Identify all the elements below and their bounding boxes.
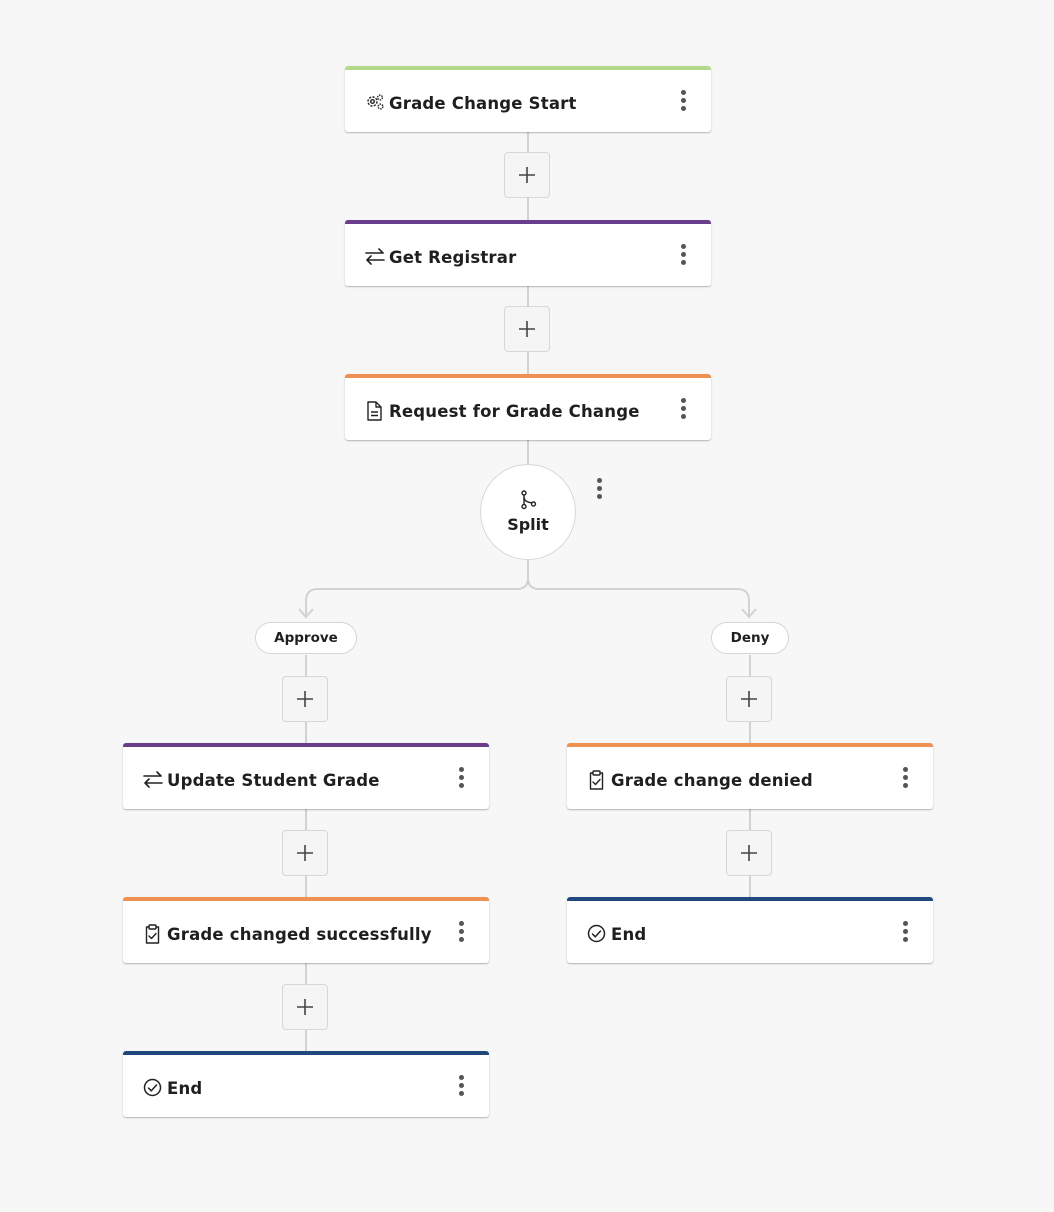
- node-end-approve[interactable]: End: [123, 1051, 489, 1117]
- node-grade-change-denied[interactable]: Grade change denied: [567, 743, 933, 809]
- plus-icon: [741, 845, 757, 861]
- plus-icon: [519, 321, 535, 337]
- add-step-button[interactable]: [504, 306, 550, 352]
- plus-icon: [297, 845, 313, 861]
- node-grade-change-start[interactable]: Grade Change Start: [345, 66, 711, 132]
- add-step-button[interactable]: [282, 984, 328, 1030]
- more-vertical-icon[interactable]: [895, 765, 917, 791]
- node-label: End: [611, 925, 647, 944]
- node-accent-bar: [567, 897, 933, 901]
- split-node[interactable]: Split: [480, 464, 576, 560]
- node-get-registrar[interactable]: Get Registrar: [345, 220, 711, 286]
- node-label: Grade change denied: [611, 771, 813, 790]
- node-grade-changed-successfully[interactable]: Grade changed successfully: [123, 897, 489, 963]
- gears-icon: [365, 93, 385, 113]
- node-label: End: [167, 1079, 203, 1098]
- check-circle-icon: [587, 924, 607, 944]
- node-label: Get Registrar: [389, 248, 517, 267]
- node-label: Grade changed successfully: [167, 925, 432, 944]
- more-vertical-icon[interactable]: [451, 765, 473, 791]
- branch-label-approve[interactable]: Approve: [255, 622, 357, 654]
- plus-icon: [297, 999, 313, 1015]
- node-request-for-grade-change[interactable]: Request for Grade Change: [345, 374, 711, 440]
- document-icon: [365, 401, 385, 421]
- add-step-button[interactable]: [282, 676, 328, 722]
- node-accent-bar: [123, 743, 489, 747]
- node-accent-bar: [345, 220, 711, 224]
- node-update-student-grade[interactable]: Update Student Grade: [123, 743, 489, 809]
- branch-label-deny[interactable]: Deny: [711, 622, 789, 654]
- more-vertical-icon[interactable]: [589, 476, 611, 504]
- more-vertical-icon[interactable]: [451, 1073, 473, 1099]
- more-vertical-icon[interactable]: [673, 88, 695, 114]
- plus-icon: [741, 691, 757, 707]
- split-label: Split: [507, 515, 549, 534]
- swap-arrows-icon: [143, 770, 163, 790]
- add-step-button[interactable]: [726, 676, 772, 722]
- swap-arrows-icon: [365, 247, 385, 267]
- add-step-button[interactable]: [504, 152, 550, 198]
- more-vertical-icon[interactable]: [673, 242, 695, 268]
- more-vertical-icon[interactable]: [895, 919, 917, 945]
- node-accent-bar: [567, 743, 933, 747]
- node-accent-bar: [345, 66, 711, 70]
- add-step-button[interactable]: [726, 830, 772, 876]
- branch-icon: [519, 490, 539, 515]
- node-accent-bar: [123, 1051, 489, 1055]
- node-label: Grade Change Start: [389, 94, 577, 113]
- plus-icon: [519, 167, 535, 183]
- node-label: Request for Grade Change: [389, 402, 640, 421]
- add-step-button[interactable]: [282, 830, 328, 876]
- clipboard-check-icon: [587, 770, 607, 790]
- node-accent-bar: [123, 897, 489, 901]
- more-vertical-icon[interactable]: [451, 919, 473, 945]
- clipboard-check-icon: [143, 924, 163, 944]
- node-label: Update Student Grade: [167, 771, 380, 790]
- more-vertical-icon[interactable]: [673, 396, 695, 422]
- node-accent-bar: [345, 374, 711, 378]
- check-circle-icon: [143, 1078, 163, 1098]
- node-end-deny[interactable]: End: [567, 897, 933, 963]
- plus-icon: [297, 691, 313, 707]
